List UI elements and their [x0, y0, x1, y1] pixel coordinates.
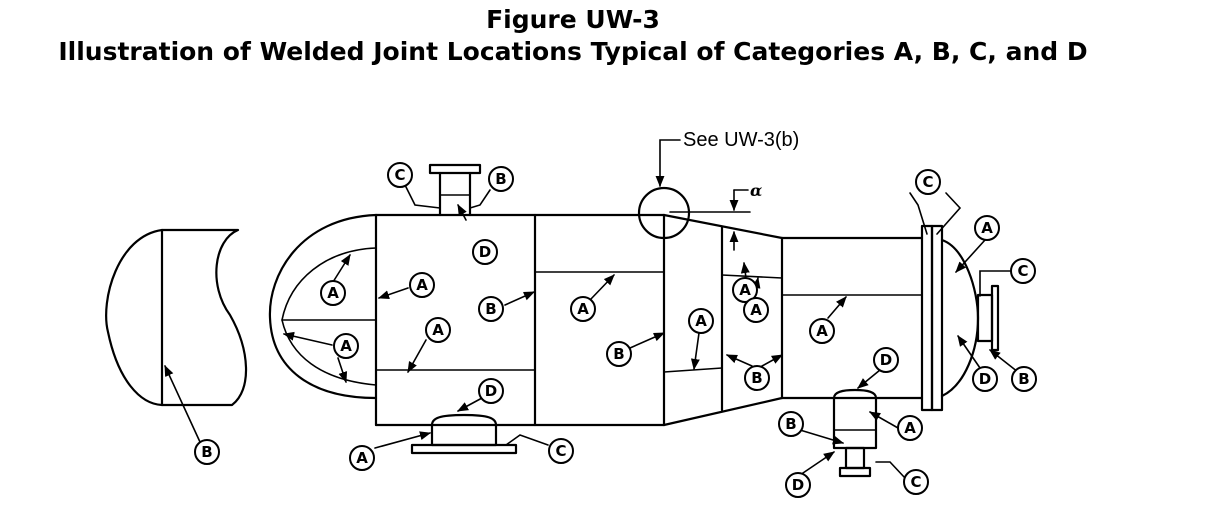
- weld-label: A: [743, 297, 769, 323]
- svg-text:B: B: [1018, 370, 1029, 388]
- cone-section: [662, 213, 784, 427]
- svg-text:B: B: [201, 443, 212, 461]
- weld-label: C: [903, 469, 929, 495]
- svg-text:A: A: [695, 312, 707, 330]
- svg-text:B: B: [785, 415, 796, 433]
- svg-text:A: A: [327, 284, 339, 302]
- weld-label: B: [606, 341, 632, 367]
- reference-circle: See UW-3(b): [637, 129, 799, 240]
- svg-text:A: A: [739, 281, 751, 299]
- svg-text:A: A: [356, 449, 368, 467]
- angle-symbol: α: [750, 181, 762, 200]
- svg-text:B: B: [485, 300, 496, 318]
- weld-label: C: [548, 438, 574, 464]
- weld-label: A: [570, 296, 596, 322]
- weld-label: B: [478, 296, 504, 322]
- angle-indicator: α: [669, 181, 762, 251]
- svg-text:A: A: [750, 301, 762, 319]
- weld-label: A: [809, 318, 835, 344]
- svg-text:C: C: [394, 166, 405, 184]
- weld-label: B: [778, 411, 804, 437]
- body-flange: [920, 224, 944, 412]
- svg-text:D: D: [792, 476, 804, 494]
- weld-label: A: [688, 308, 714, 334]
- weld-label: C: [387, 162, 413, 188]
- reference-note: See UW-3(b): [683, 129, 799, 151]
- svg-text:C: C: [1017, 262, 1028, 280]
- svg-text:D: D: [979, 370, 991, 388]
- weld-label: C: [1010, 258, 1036, 284]
- bottom-manway: [410, 413, 518, 455]
- weld-label: B: [194, 439, 220, 465]
- svg-text:B: B: [613, 345, 624, 363]
- weld-label: A: [333, 333, 359, 359]
- svg-text:A: A: [340, 337, 352, 355]
- weld-label: A: [732, 277, 758, 303]
- weld-label: A: [349, 445, 375, 471]
- weld-label: A: [897, 415, 923, 441]
- svg-text:A: A: [981, 219, 993, 237]
- weld-label: D: [785, 472, 811, 498]
- weld-label: D: [472, 239, 498, 265]
- weld-label: A: [320, 280, 346, 306]
- svg-text:A: A: [416, 276, 428, 294]
- bottom-nozzle: [832, 388, 878, 478]
- weld-label: B: [744, 365, 770, 391]
- weld-label: A: [425, 317, 451, 343]
- svg-text:D: D: [479, 243, 491, 261]
- small-shell: [780, 236, 924, 400]
- weld-label: B: [488, 166, 514, 192]
- svg-text:B: B: [495, 170, 506, 188]
- main-shell: [374, 213, 666, 427]
- svg-text:A: A: [577, 300, 589, 318]
- svg-text:D: D: [485, 382, 497, 400]
- title-block: Figure UW-3 Illustration of Welded Joint…: [0, 4, 1146, 68]
- svg-text:C: C: [922, 173, 933, 191]
- svg-text:A: A: [816, 322, 828, 340]
- weld-label: B: [1011, 366, 1037, 392]
- weld-label: D: [873, 347, 899, 373]
- weld-label: A: [974, 215, 1000, 241]
- figure-caption: Illustration of Welded Joint Locations T…: [58, 37, 1088, 66]
- detached-head-section: [105, 228, 248, 407]
- weld-label: A: [409, 272, 435, 298]
- weld-label: D: [478, 378, 504, 404]
- left-head: [268, 213, 378, 400]
- leader-lines: [164, 184, 1019, 479]
- svg-text:C: C: [555, 442, 566, 460]
- svg-text:B: B: [751, 369, 762, 387]
- svg-text:A: A: [904, 419, 916, 437]
- svg-text:A: A: [432, 321, 444, 339]
- figure-title: Figure UW-3: [486, 5, 660, 34]
- svg-text:C: C: [910, 473, 921, 491]
- weld-label: C: [915, 169, 941, 195]
- svg-text:D: D: [880, 351, 892, 369]
- weld-label: D: [972, 366, 998, 392]
